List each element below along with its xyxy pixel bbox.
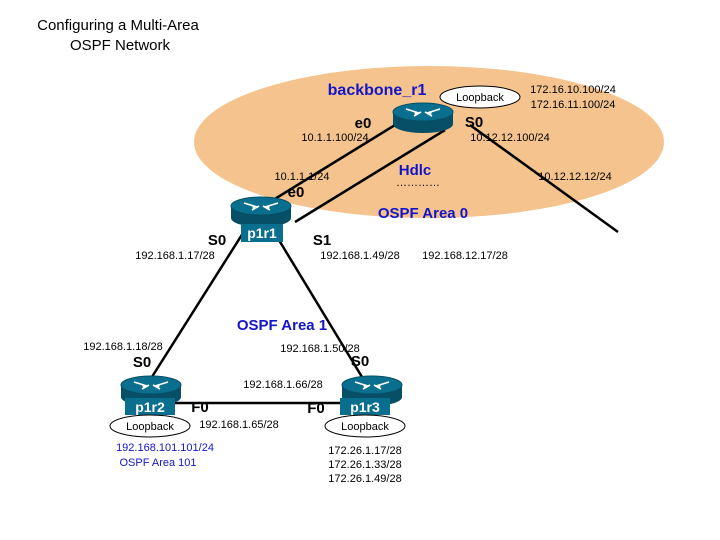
backbone-e0-label: e0 bbox=[355, 115, 372, 132]
router-icon[interactable] bbox=[230, 196, 292, 228]
p1r3-loopback-ip-2: 172.26.1.33/28 bbox=[328, 459, 401, 471]
p1r3-f0-label: F0 bbox=[307, 400, 325, 417]
p1r2-name: p1r2 bbox=[135, 399, 165, 415]
loopback-oval bbox=[439, 85, 521, 109]
area0-label: OSPF Area 0 bbox=[378, 205, 468, 222]
p1r2-loopback-ip: 192.168.101.101/24 bbox=[116, 442, 214, 454]
loopback-oval bbox=[109, 414, 191, 438]
p1r1-e0-ip: 10.1.1.1/24 bbox=[274, 171, 329, 183]
hdlc-label: Hdlc bbox=[399, 162, 432, 179]
far-link-ip: 10.12.12.12/24 bbox=[538, 171, 611, 183]
p1r3-s0-label: S0 bbox=[351, 353, 369, 370]
p1r3-f0-ip: 192.168.1.66/28 bbox=[243, 379, 323, 391]
link-hdlc bbox=[294, 128, 446, 224]
link-p1r1-p1r2 bbox=[148, 221, 252, 381]
links bbox=[148, 123, 619, 405]
p1r1-s1-label: S1 bbox=[313, 232, 331, 249]
p1r3-name-box bbox=[340, 398, 390, 415]
p1r2-loopback-area: OSPF Area 101 bbox=[119, 457, 196, 469]
link-p1r1-p1r3 bbox=[266, 221, 364, 378]
p1r2-name-box bbox=[125, 398, 175, 415]
title-line2: OSPF Network bbox=[70, 37, 171, 54]
p1r1-name-box bbox=[241, 224, 283, 242]
loopback-oval bbox=[324, 414, 406, 438]
p1r3-s0-ip: 192.168.1.50/28 bbox=[280, 343, 360, 355]
backbone-s0-ip: 10.12.12.100/24 bbox=[470, 132, 550, 144]
title-line1: Configuring a Multi-Area bbox=[37, 17, 199, 34]
backbone-loopback-ip2: 172.16.11.100/24 bbox=[531, 99, 616, 111]
backbone-loopback-label: Loopback bbox=[456, 92, 504, 104]
backbone-e0-ip: 10.1.1.100/24 bbox=[301, 132, 368, 144]
p1r3-loopback-label: Loopback bbox=[341, 421, 389, 433]
backbone-loopback-ip1: 172.16.10.100/24 bbox=[530, 84, 616, 96]
p1r1-name: p1r1 bbox=[247, 225, 277, 241]
hdlc-dots: ………… bbox=[396, 177, 440, 189]
p1r2-s0-ip: 192.168.1.18/28 bbox=[83, 341, 163, 353]
p1r2-f0-label: F0 bbox=[191, 399, 209, 416]
area1-label: OSPF Area 1 bbox=[237, 317, 327, 334]
p1r2-loopback-label: Loopback bbox=[126, 421, 174, 433]
p1r3-loopback-ip-1: 172.26.1.17/28 bbox=[328, 445, 401, 457]
p1r2-s0-label: S0 bbox=[133, 354, 151, 371]
backbone-r1-name: backbone_r1 bbox=[328, 82, 427, 99]
router-icon[interactable] bbox=[392, 102, 454, 134]
p1r3-loopback-ip-3: 172.26.1.49/28 bbox=[328, 473, 401, 485]
p1r2-f0-ip: 192.168.1.65/28 bbox=[199, 419, 279, 431]
extra-subnet-ip: 192.168.12.17/28 bbox=[422, 250, 508, 262]
p1r1-e0-label: e0 bbox=[288, 184, 305, 201]
p1r1-s1-ip: 192.168.1.49/28 bbox=[320, 250, 400, 262]
link-ethernet bbox=[264, 123, 396, 207]
backbone-s0-label: S0 bbox=[465, 114, 483, 131]
p1r3-name: p1r3 bbox=[350, 399, 380, 415]
p1r1-s0-ip: 192.168.1.17/28 bbox=[135, 250, 215, 262]
p1r1-s0-label: S0 bbox=[208, 232, 226, 249]
link-s0-far bbox=[469, 123, 619, 234]
